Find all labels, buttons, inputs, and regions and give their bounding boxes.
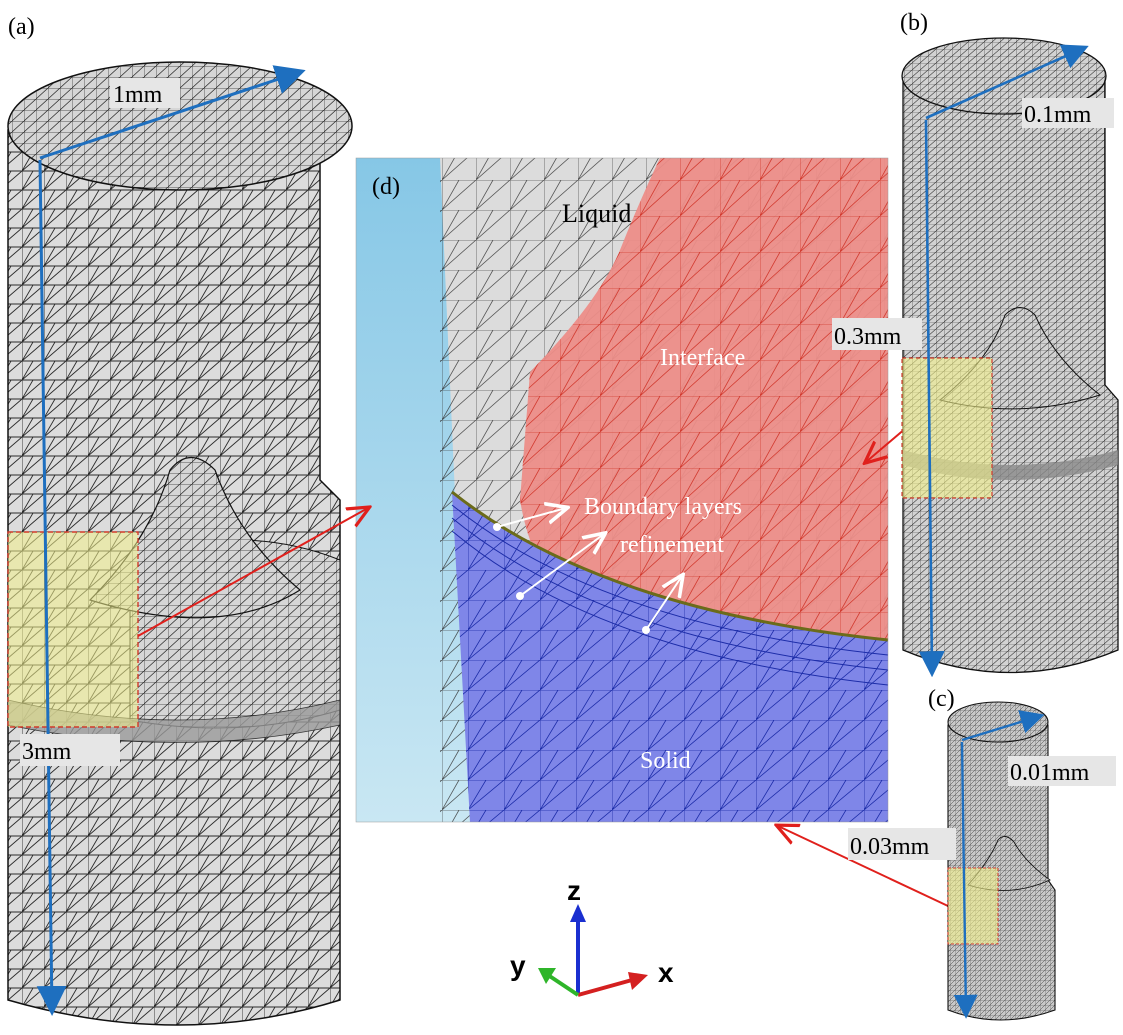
panel-a-top-dim: 1mm	[113, 82, 163, 108]
axes-triad: z y x	[510, 875, 674, 997]
panel-d-solid-label: Solid	[640, 748, 691, 774]
panel-d-boundary-label-2: refinement	[620, 532, 724, 558]
link-arrow-b-to-d	[866, 427, 907, 462]
panel-d-pointer-arrows	[493, 508, 682, 634]
panel-a: (a) 1mm 3mm	[7, 14, 353, 1026]
panel-d: (d) Liquid Interface Boundary layers ref…	[355, 157, 889, 823]
panel-a-height-arrow	[36, 159, 67, 1016]
panel-d-frame	[355, 157, 889, 823]
panel-b-zoom-region	[901, 357, 993, 499]
panel-d-boundary-layers	[451, 504, 889, 686]
panel-a-top-face	[7, 61, 353, 191]
panel-d-label: (d)	[372, 174, 400, 200]
panel-a-top-dim-bg	[110, 78, 180, 108]
panel-d-interface-label: Interface	[660, 345, 745, 371]
panel-b-height-arrow	[918, 119, 945, 678]
axis-y-arrowhead	[538, 968, 556, 984]
panel-d-boundary-label-1: Boundary layers	[584, 494, 742, 520]
axis-z-label: z	[567, 875, 581, 906]
panel-b-top-dim: 0.1mm	[1024, 102, 1092, 128]
panel-a-cone	[88, 456, 302, 619]
panel-c-zoom-region	[947, 867, 999, 945]
panel-c-top-face	[947, 701, 1049, 743]
axis-y-label: y	[510, 950, 526, 981]
link-arrow-c-to-d	[778, 826, 949, 907]
panel-b-top-dim-bg	[1022, 98, 1114, 128]
panel-a-height-dim: 3mm	[22, 739, 72, 765]
panel-a-zoom-region	[7, 531, 139, 728]
panel-d-boundary-line	[451, 490, 889, 642]
link-arrow-a-to-d	[137, 508, 368, 637]
panel-c-height-dim: 0.03mm	[850, 834, 930, 860]
panel-b: (b) 0.1mm 0.3mm	[832, 10, 1119, 678]
panel-c-top-dim: 0.01mm	[1010, 760, 1090, 786]
panel-c-diameter-arrow	[961, 710, 1045, 742]
panel-d-solid-mesh	[452, 492, 888, 822]
panel-c-top-dim-bg	[1008, 756, 1116, 786]
axis-y-line	[546, 973, 580, 997]
panel-c: (c) 0.01mm 0.03mm	[848, 686, 1116, 1021]
panel-a-diameter-arrow	[39, 65, 306, 160]
panel-b-label: (b)	[900, 10, 928, 36]
panel-b-diameter-arrow	[925, 44, 1089, 120]
panel-b-height-dim: 0.3mm	[834, 324, 902, 350]
panel-c-height-arrow	[953, 741, 978, 1019]
panel-b-top-face	[901, 37, 1107, 115]
axis-z-arrowhead	[570, 904, 586, 922]
panel-c-label: (c)	[928, 686, 955, 712]
panel-b-height-dim-bg	[832, 318, 922, 350]
panel-d-interface-mesh	[520, 158, 888, 642]
axis-x-line	[577, 978, 633, 997]
panel-c-height-dim-bg	[848, 828, 956, 860]
axis-x-arrowhead	[628, 972, 648, 990]
axis-x-label: x	[658, 957, 674, 988]
panel-a-height-dim-bg	[20, 734, 120, 766]
panel-a-label: (a)	[8, 14, 35, 40]
panel-d-liquid-label: Liquid	[562, 199, 631, 228]
